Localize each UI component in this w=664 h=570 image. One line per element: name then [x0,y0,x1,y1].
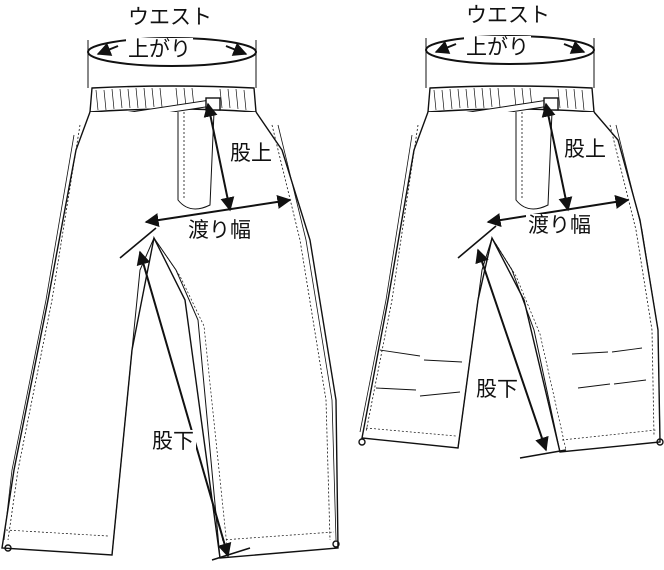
right-rise-arrow [541,102,573,212]
right-thigh-label: 渡り幅 [526,213,593,237]
left-outline [1,111,339,559]
right-rise-label: 股上 [562,137,608,161]
right-inseam-label: 股下 [474,377,520,401]
left-waist-label: ウエスト [128,5,212,29]
left-rise-label: 股上 [228,141,274,165]
left-inseam-arrow [136,250,232,558]
left-measurement-arrows [96,42,292,561]
right-outline [361,111,661,453]
right-waist-label: ウエスト [466,3,550,27]
left-thigh-arrow [144,194,292,228]
right-waist-rise-label: 上がり [464,35,531,59]
left-rise-arrow [203,102,235,212]
left-thigh-label: 渡り幅 [186,218,253,242]
right-waist-arrow-left [434,40,457,54]
left-inseam-label: 股下 [150,429,196,453]
left-waist-arrow-right [225,42,248,56]
left-waist-arrow-left [96,42,119,56]
right-waist-arrow-right [563,40,586,54]
left-long-pants [1,37,340,559]
left-waist-rise-label: 上がり [126,37,193,61]
right-inseam-arrow [475,248,549,452]
right-measurement-arrows [434,40,630,459]
right-thigh-arrow [486,195,630,227]
